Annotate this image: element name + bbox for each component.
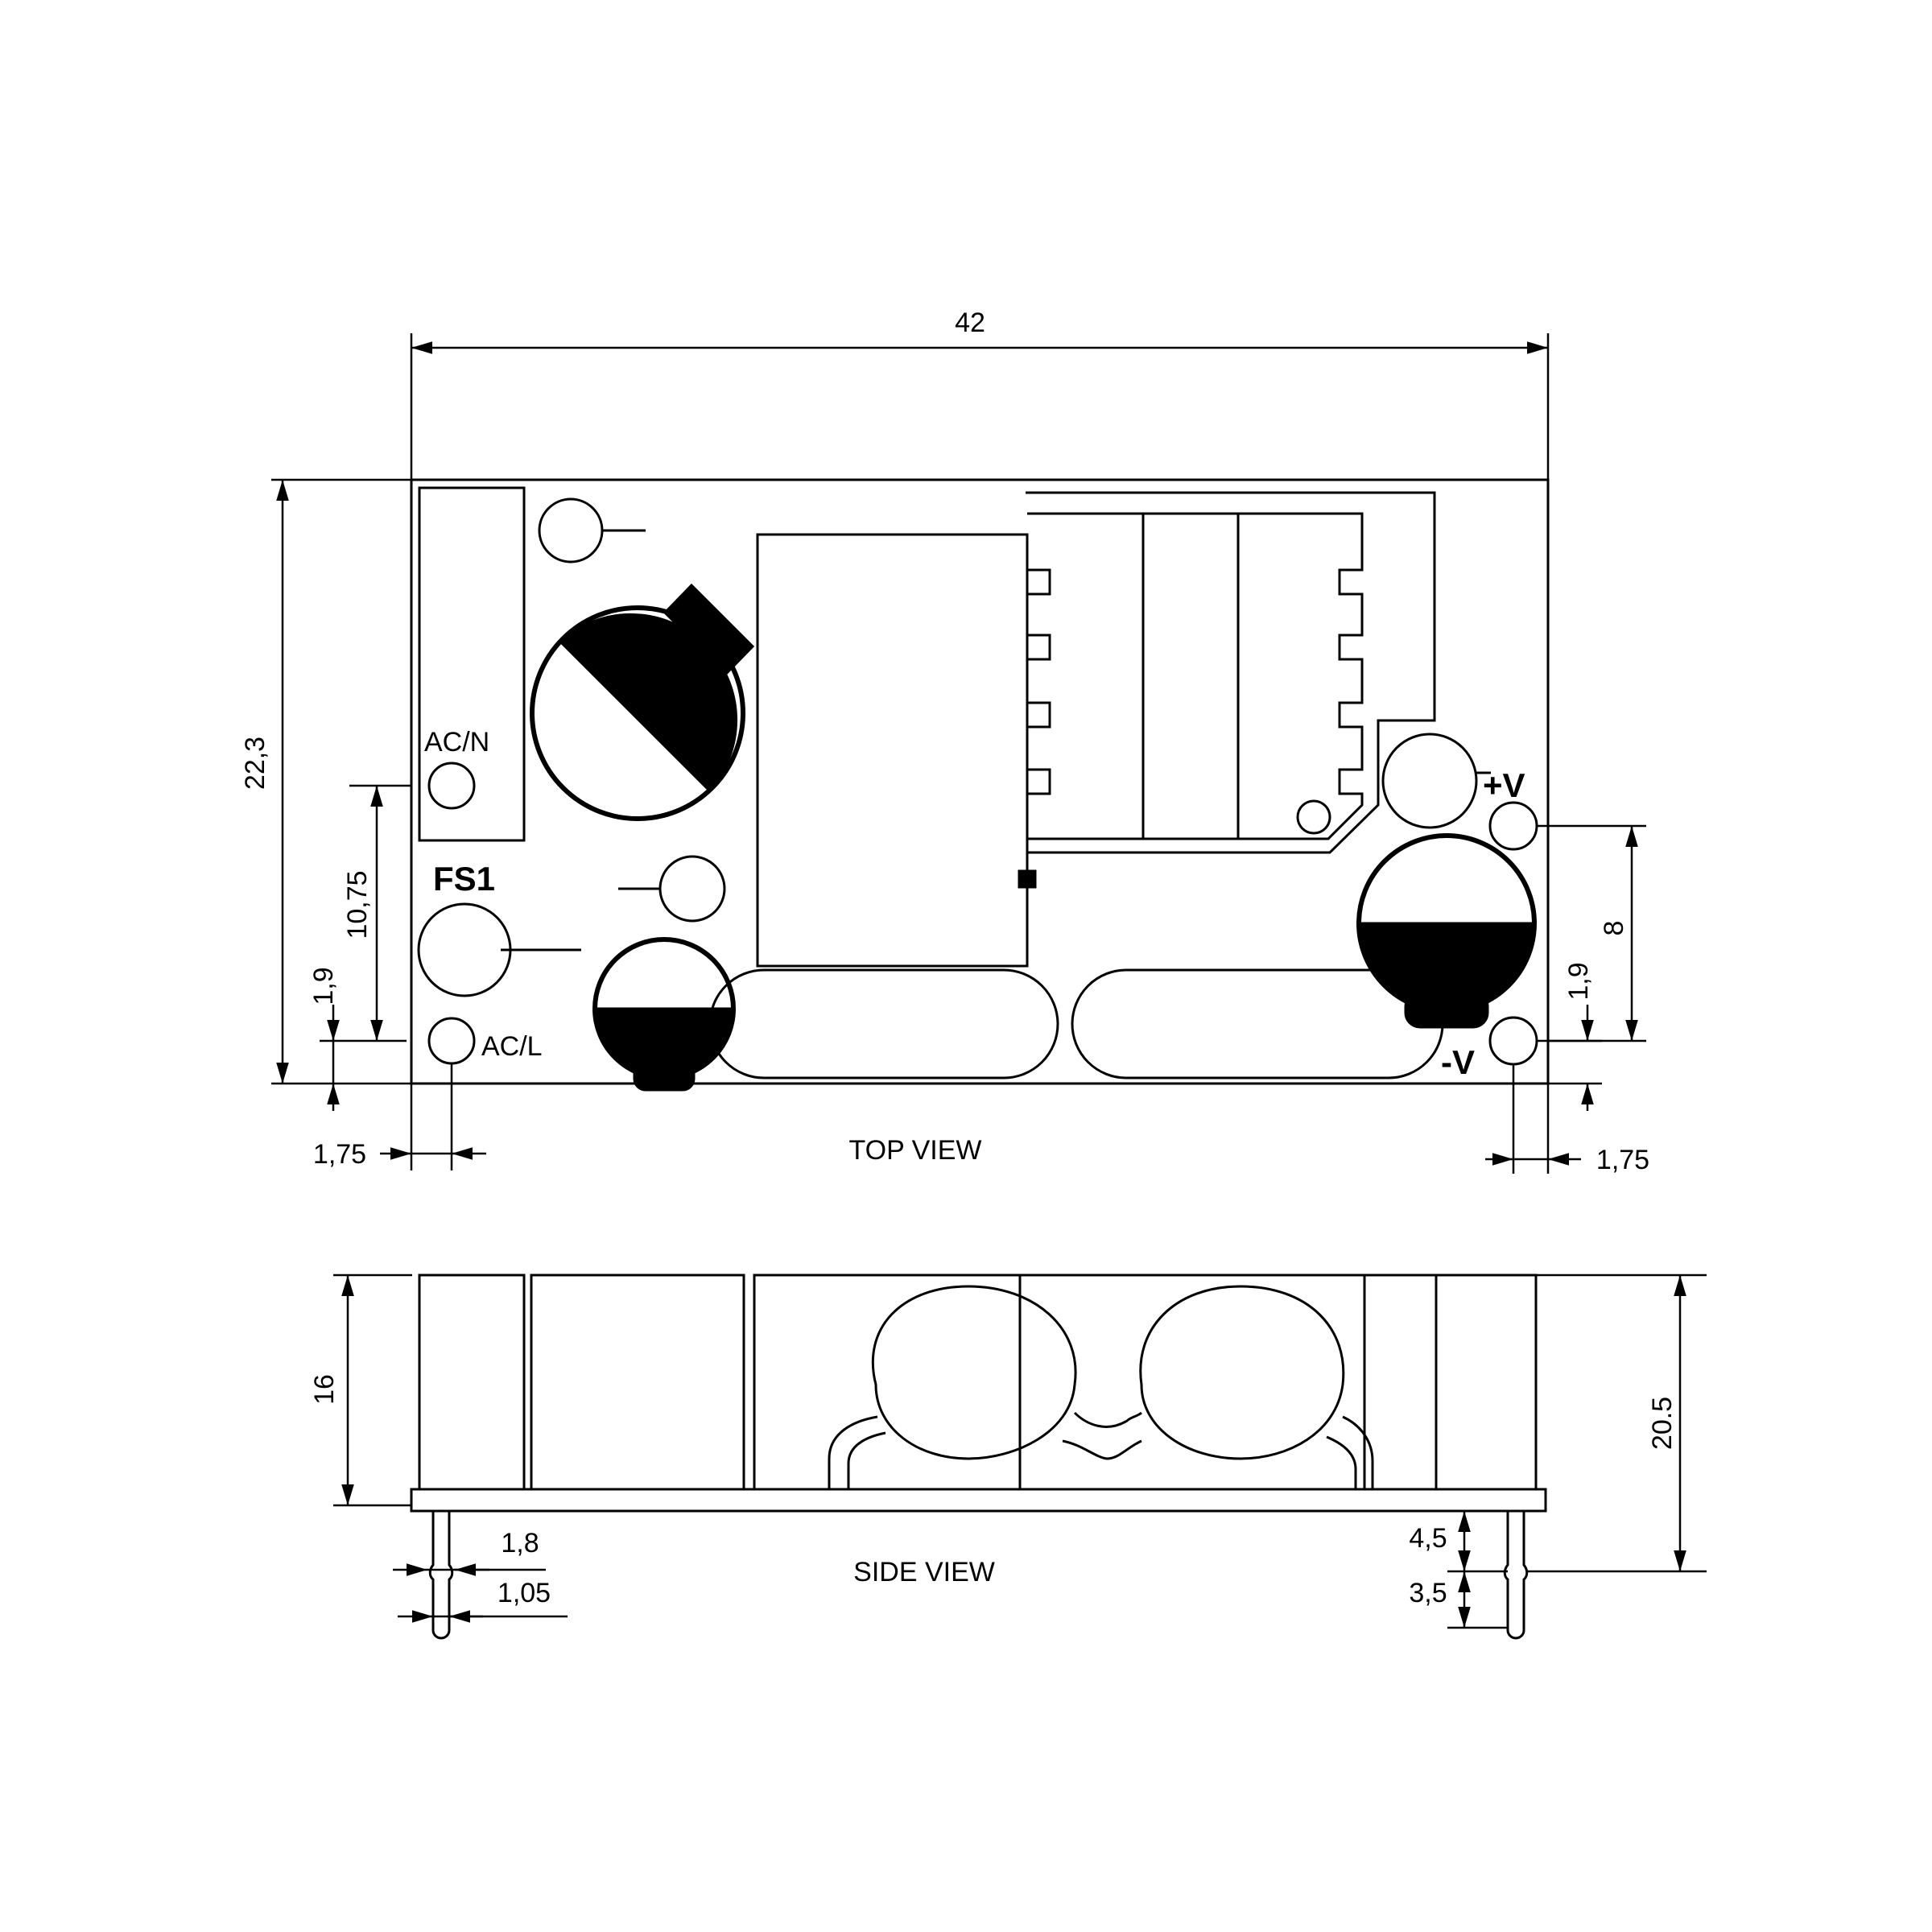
side-view: 16 20.5 1,8 1,05 <box>309 1274 1707 1640</box>
fuse-fs1 <box>417 902 512 997</box>
svg-text:3,5: 3,5 <box>1409 1578 1447 1608</box>
dim-pin-y: 10,75 <box>342 784 411 1042</box>
inductor-lobe <box>1139 1285 1345 1460</box>
label-acl: AC/L <box>481 1031 543 1062</box>
label-acn: AC/N <box>424 727 489 758</box>
pin-acl <box>427 1017 476 1065</box>
label-neg-v: -V <box>1441 1043 1475 1081</box>
component-circle <box>1381 733 1478 829</box>
svg-text:1,8: 1,8 <box>501 1528 539 1558</box>
inductor-lobe <box>871 1285 1077 1460</box>
component-circle <box>538 497 604 564</box>
dim-pin-tip: 1,05 <box>398 1578 568 1623</box>
dim-pin-length: 4,5 3,5 <box>1409 1511 1508 1629</box>
svg-text:20.5: 20.5 <box>1647 1397 1678 1450</box>
label-fs1: FS1 <box>433 860 495 898</box>
svg-text:1,75: 1,75 <box>1596 1145 1649 1175</box>
pin-right <box>1503 1511 1529 1640</box>
svg-text:10,75: 10,75 <box>342 870 373 939</box>
svg-text:1,9: 1,9 <box>1563 962 1594 1000</box>
transformer-core <box>756 533 1029 968</box>
dim-total-h: 20.5 <box>1528 1274 1707 1573</box>
pin-left <box>428 1511 454 1640</box>
svg-text:42: 42 <box>955 308 985 338</box>
transformer-bobbin <box>1026 491 1436 854</box>
svg-text:4,5: 4,5 <box>1409 1523 1447 1554</box>
inductor-oval <box>708 968 1059 1080</box>
terminal-block <box>418 486 526 842</box>
cap-output-right <box>1356 833 1537 1029</box>
dim-edge-left: 1,9 <box>308 967 349 1111</box>
dim-height: 22,3 <box>240 478 411 1085</box>
pin-pos-v <box>1488 801 1538 851</box>
dim-width: 42 <box>410 308 1550 480</box>
svg-text:16: 16 <box>309 1374 340 1405</box>
dim-edge-right: 1,9 <box>1548 962 1602 1111</box>
svg-text:1,75: 1,75 <box>313 1139 366 1170</box>
svg-text:22,3: 22,3 <box>240 737 270 790</box>
dim-pin-spacing: 8 <box>1537 824 1646 1042</box>
svg-text:8: 8 <box>1599 921 1629 936</box>
pcb <box>410 1488 1547 1513</box>
bulk-capacitor <box>530 583 755 821</box>
dim-pin-x-left: 1,75 <box>313 1064 486 1170</box>
svg-text:1,05: 1,05 <box>497 1578 551 1608</box>
component-circle <box>658 855 726 923</box>
top-view: AC/N AC/L FS1 +V -V 42 22,3 10,75 <box>240 308 1649 1175</box>
pin-neg-v <box>1488 1016 1538 1066</box>
board-outline <box>410 478 1550 1085</box>
dim-pin-dia: 1,8 <box>393 1528 546 1576</box>
cap-small-left <box>592 937 736 1092</box>
top-view-caption: TOP VIEW <box>848 1135 981 1166</box>
pin-acn <box>427 762 476 810</box>
dim-body-h: 16 <box>309 1274 412 1507</box>
dim-pin-x-right: 1,75 <box>1485 1064 1649 1175</box>
label-pos-v: +V <box>1483 766 1525 804</box>
side-view-caption: SIDE VIEW <box>853 1557 995 1587</box>
svg-text:1,9: 1,9 <box>308 967 339 1005</box>
